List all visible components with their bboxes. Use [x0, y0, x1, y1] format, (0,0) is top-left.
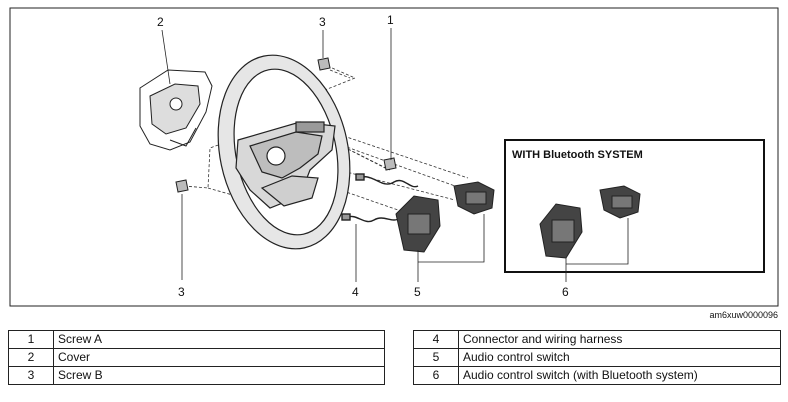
bluetooth-inset-box: [504, 139, 765, 273]
callout-3-bottom: 3: [178, 285, 185, 299]
legend-row: 2 Cover: [8, 348, 385, 367]
legend-row: 3 Screw B: [8, 366, 385, 385]
legend-label: Audio control switch: [458, 348, 781, 367]
audio-switch-left: [395, 195, 441, 253]
legend-number: 1: [8, 330, 54, 349]
screw-b-top: [317, 57, 331, 71]
legend-label: Cover: [53, 348, 385, 367]
legend-number: 5: [413, 348, 459, 367]
legend-label: Screw B: [53, 366, 385, 385]
callout-leaders: [161, 28, 629, 282]
legend-row: 1 Screw A: [8, 330, 385, 349]
legend-label: Audio control switch (with Bluetooth sys…: [458, 366, 781, 385]
callout-4: 4: [352, 285, 359, 299]
callout-5: 5: [414, 285, 421, 299]
steering-wheel: [217, 54, 351, 250]
legend-number: 6: [413, 366, 459, 385]
legend-row: 5 Audio control switch: [413, 348, 781, 367]
bt-switch-left: [539, 203, 583, 259]
legend-number: 3: [8, 366, 54, 385]
diagram-frame: [9, 7, 779, 307]
callout-2: 2: [157, 15, 164, 29]
legend-table-left: 1 Screw A 2 Cover 3 Screw B: [8, 330, 385, 385]
legend-row: 6 Audio control switch (with Bluetooth s…: [413, 366, 781, 385]
callout-3-top: 3: [319, 15, 326, 29]
audio-switch-right: [453, 181, 495, 215]
screw-a: [383, 157, 397, 171]
callout-1: 1: [387, 13, 394, 27]
legend-label: Screw A: [53, 330, 385, 349]
legend-number: 4: [413, 330, 459, 349]
legend-label: Connector and wiring harness: [458, 330, 781, 349]
screw-b-bottom: [175, 179, 189, 193]
bt-switch-right: [599, 185, 641, 219]
legend-table-right: 4 Connector and wiring harness 5 Audio c…: [413, 330, 781, 385]
cover-part: [139, 69, 213, 151]
wiring-harness: [341, 173, 419, 223]
legend-row: 4 Connector and wiring harness: [413, 330, 781, 349]
drawing-code: am6xuw0000096: [709, 310, 778, 320]
inset-title: WITH Bluetooth SYSTEM: [512, 149, 643, 161]
legend-number: 2: [8, 348, 54, 367]
callout-6: 6: [562, 285, 569, 299]
